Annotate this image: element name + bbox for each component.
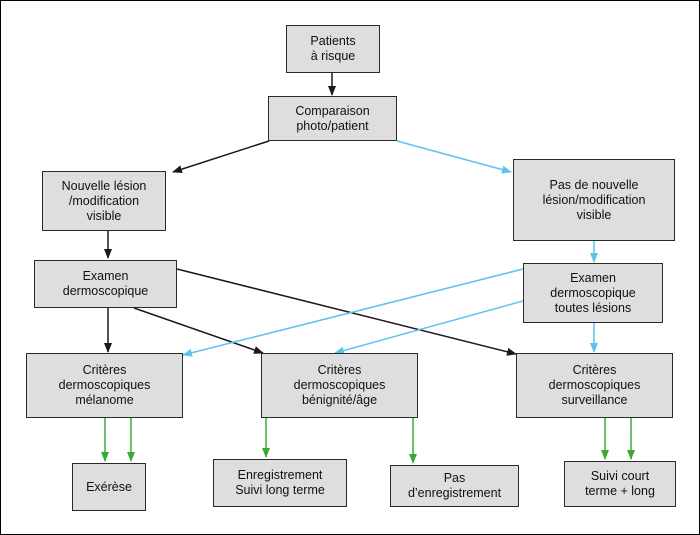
arrow-examen-to-crit-benignite — [133, 307, 264, 354]
arrow-examen-toutes-to-crit-benignite — [334, 300, 524, 355]
node-suivi-court-terme-long: Suivi court terme + long — [564, 461, 676, 507]
node-nouvelle-lesion: Nouvelle lésion /modification visible — [42, 171, 166, 231]
arrow-comparaison-to-pas-nouvelle — [396, 140, 512, 174]
arrow-examen-to-crit-surveillance — [176, 268, 517, 356]
node-exerese: Exérèse — [72, 463, 146, 511]
arrow-examen-toutes-to-crit-melanome — [182, 268, 524, 357]
node-examen-dermoscopique: Examen dermoscopique — [34, 260, 177, 308]
node-patients-a-risque: Patients à risque — [286, 25, 380, 73]
node-enregistrement-suivi-long-terme: Enregistrement Suivi long terme — [213, 459, 347, 507]
node-criteres-benignite-age: Critères dermoscopiques bénignité/âge — [261, 353, 418, 418]
arrow-comparaison-to-nouvelle — [172, 140, 270, 174]
node-comparaison-photo-patient: Comparaison photo/patient — [268, 96, 397, 141]
node-pas-de-nouvelle-lesion: Pas de nouvelle lésion/modification visi… — [513, 159, 675, 241]
node-criteres-melanome: Critères dermoscopiques mélanome — [26, 353, 183, 418]
node-examen-dermoscopique-toutes-lesions: Examen dermoscopique toutes lésions — [523, 263, 663, 323]
node-pas-denregistrement: Pas d’enregistrement — [390, 465, 519, 507]
node-criteres-surveillance: Critères dermoscopiques surveillance — [516, 353, 673, 418]
